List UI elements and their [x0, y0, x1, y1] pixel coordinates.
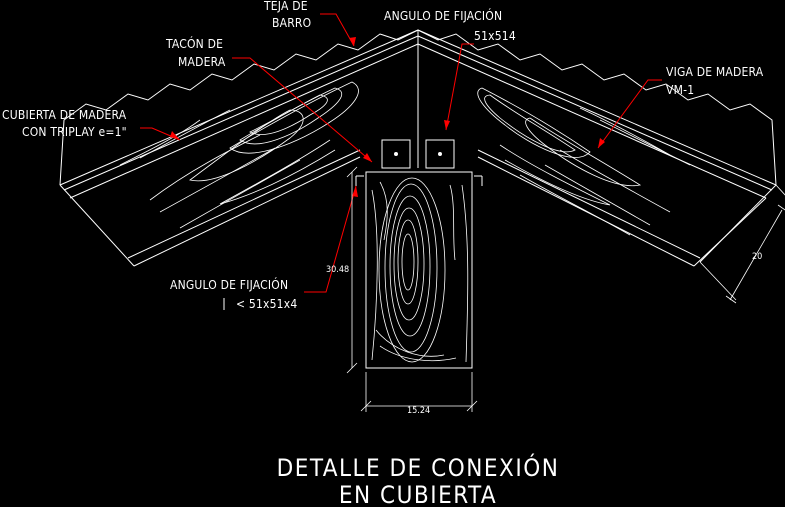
leader-teja	[320, 13, 355, 47]
leader-arrowheads	[170, 37, 605, 197]
dim-beam-width: 15.24	[407, 406, 430, 416]
dim-beam-height: 30.48	[326, 265, 349, 275]
left-wood-cleat	[381, 139, 411, 169]
beam-grain	[371, 177, 469, 363]
wood-cleats	[381, 139, 455, 169]
leaders	[140, 13, 662, 293]
title-line1: DETALLE DE CONEXIÓN	[277, 452, 560, 482]
right-wood-cleat	[425, 139, 455, 169]
label-tacon-line2: MADERA	[178, 55, 226, 69]
annotation-labels: TEJA DE BARRO ANGULO DE FIJACIÓN 51x514 …	[2, 0, 764, 311]
leader-tacon	[232, 57, 373, 163]
label-angulo-bottom-line2: < 51x51x4	[236, 297, 297, 311]
label-angulo-top-line1: ANGULO DE FIJACIÓN	[384, 8, 502, 23]
dimension-lines	[346, 166, 785, 412]
right-rafter-grain	[477, 87, 691, 236]
left-clay-tiles	[59, 29, 419, 186]
label-cubierta-line1: CUBIERTA DE MADERA	[2, 108, 127, 122]
label-cubierta-line2: CON TRIPLAY e=1"	[22, 125, 127, 139]
label-angulo-top-line2: 51x514	[474, 29, 516, 43]
right-rafter	[417, 29, 777, 267]
left-rafter-grain	[119, 81, 359, 229]
left-rafter	[59, 29, 419, 267]
label-teja-line1: TEJA DE	[263, 0, 308, 13]
label-viga-line2: VM-1	[666, 83, 694, 97]
dim-rafter-depth: 20	[752, 252, 762, 262]
label-angulo-bottom-line1: ANGULO DE FIJACIÓN	[170, 277, 288, 292]
dimension-labels: 30.48 15.24 20	[326, 252, 762, 416]
label-viga-line1: VIGA DE MADERA	[666, 65, 764, 79]
right-clay-tiles	[417, 29, 777, 186]
wood-beam	[355, 171, 483, 369]
leader-angulo-top	[445, 43, 474, 131]
drawing-title: DETALLE DE CONEXIÓN EN CUBIERTA	[277, 452, 560, 507]
label-teja-line2: BARRO	[272, 16, 311, 30]
label-tacon-line1: TACÓN DE	[165, 36, 223, 51]
leader-angulo-bottom	[304, 185, 357, 293]
leader-viga	[597, 79, 662, 149]
title-line2: EN CUBIERTA	[339, 481, 497, 507]
